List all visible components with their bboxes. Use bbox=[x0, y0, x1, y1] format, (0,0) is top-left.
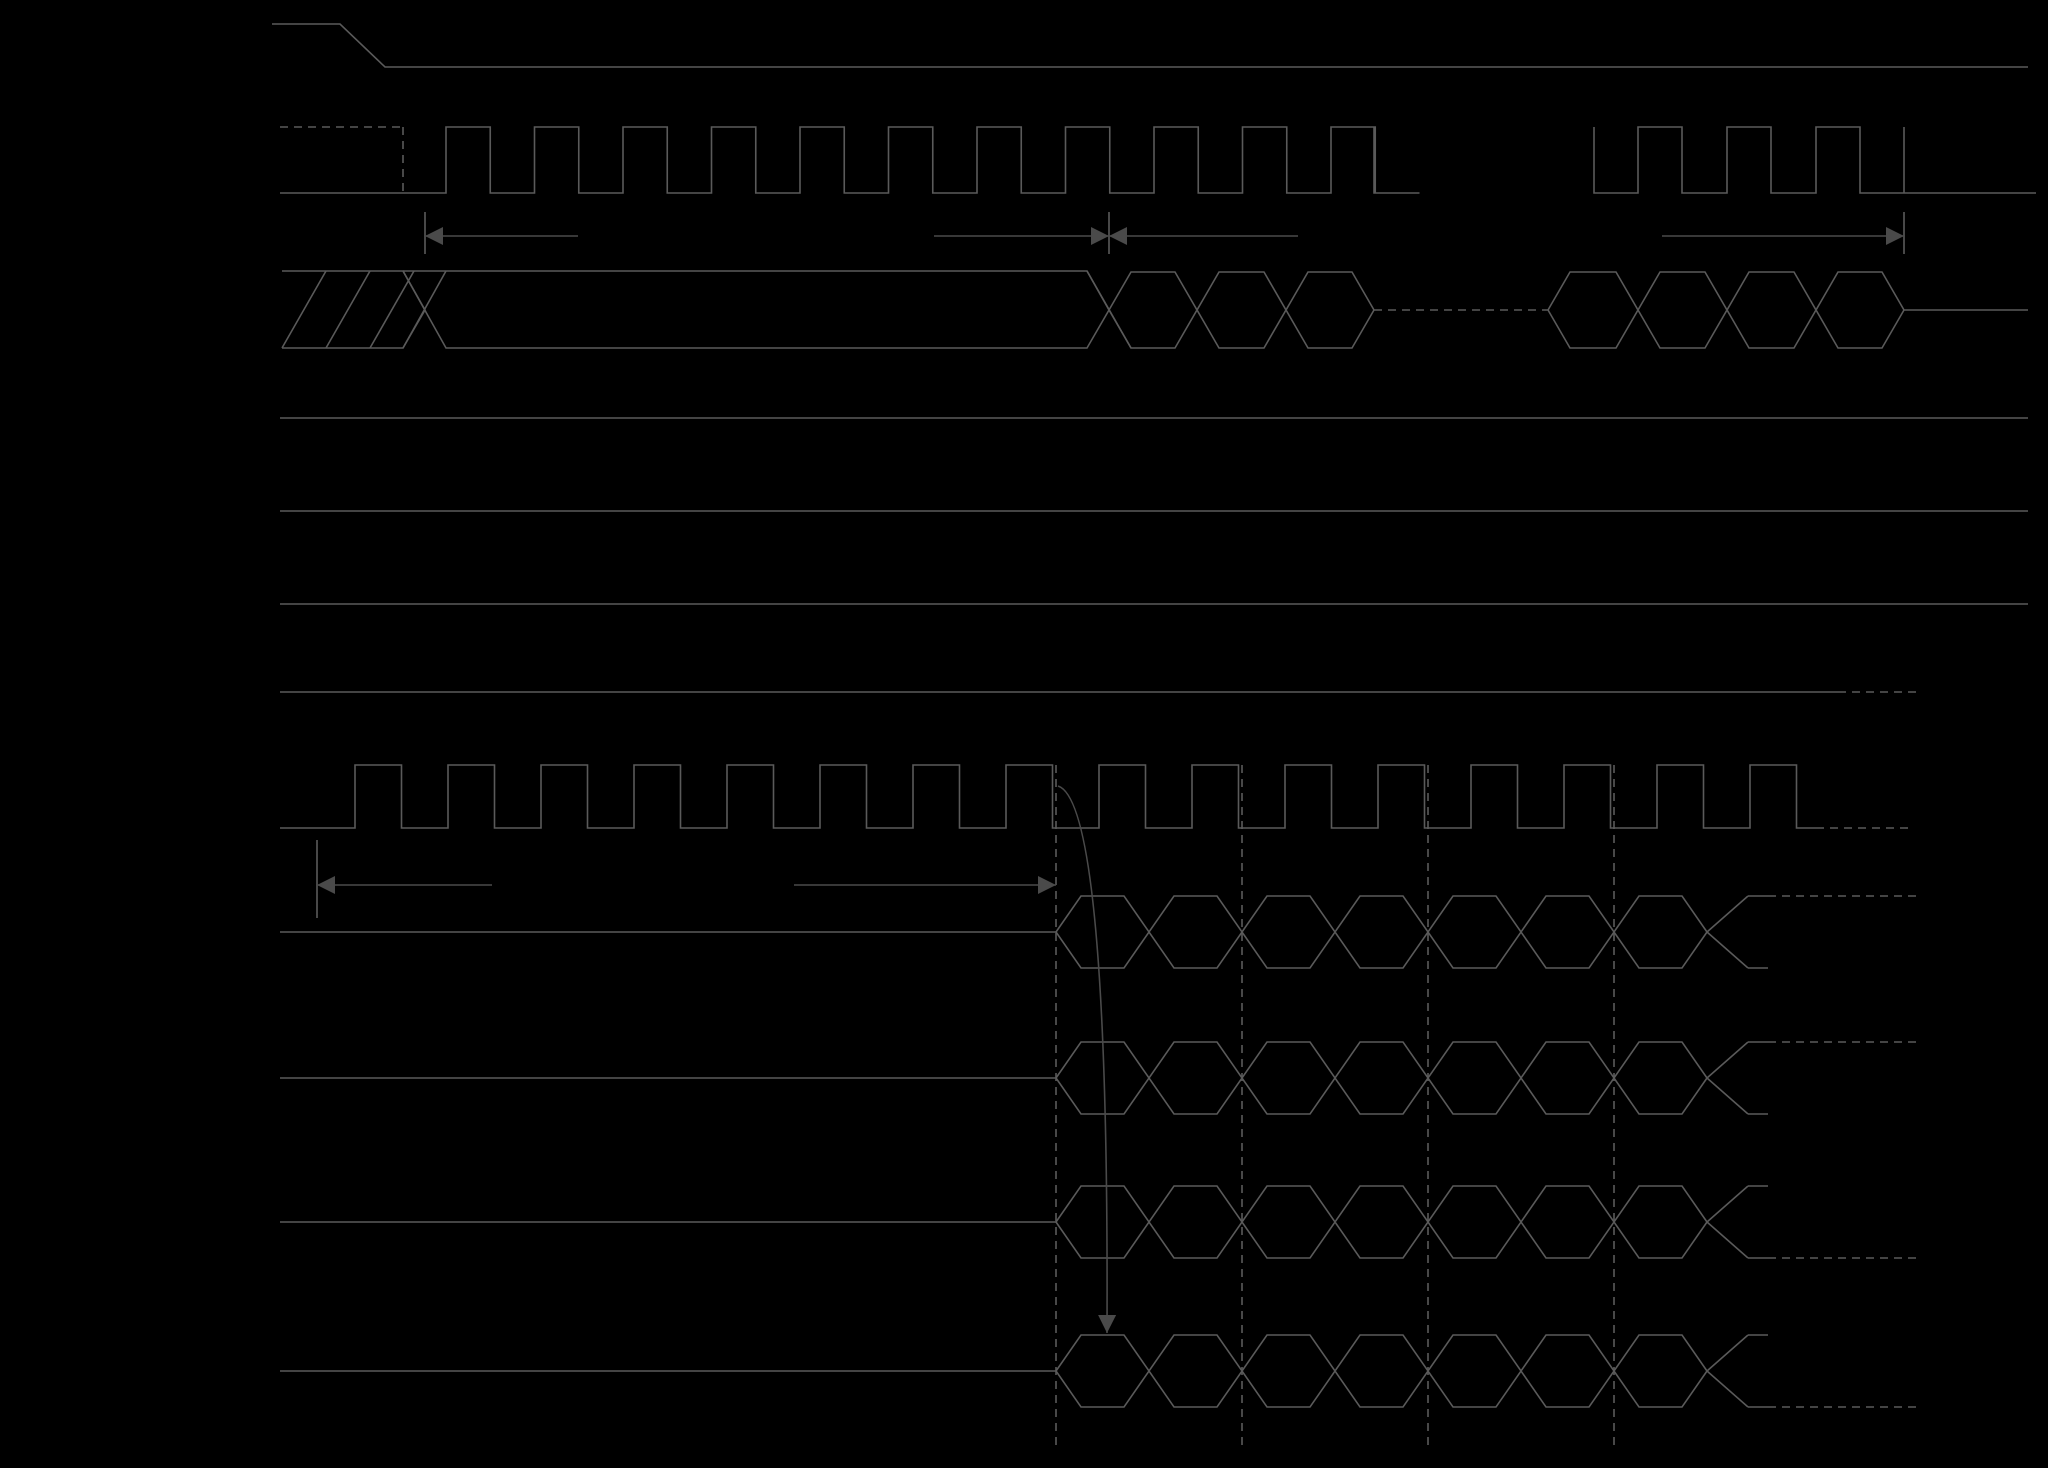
data-input-eyes-b-top bbox=[1547, 271, 1905, 312]
clock-output-waveform bbox=[280, 764, 1816, 829]
data-output-2-eyes-bottom bbox=[1055, 1220, 1708, 1259]
data-output-1-last-fall bbox=[1706, 1077, 1749, 1115]
data-output-0-last-rise bbox=[1706, 895, 1749, 933]
data-output-2-eyes-top bbox=[1055, 1185, 1708, 1224]
signal-data-output-2 bbox=[280, 1185, 1918, 1259]
data-input-hatch-1 bbox=[325, 270, 371, 349]
data-input-hatch-2 bbox=[369, 270, 415, 349]
signal-data-output-3 bbox=[280, 1334, 1918, 1408]
timing-annotations bbox=[316, 212, 1905, 1334]
data-output-2-last-rise bbox=[1706, 1185, 1749, 1223]
data-output-3-eyes-bottom bbox=[1055, 1369, 1708, 1408]
select-waveform bbox=[272, 23, 2028, 68]
signal-select bbox=[272, 23, 2028, 68]
data-output-0-last-fall bbox=[1706, 931, 1749, 969]
data-output-3-last-fall bbox=[1706, 1370, 1749, 1408]
data-output-1-eyes-top bbox=[1055, 1041, 1708, 1080]
signal-data-output-1 bbox=[280, 1041, 1918, 1115]
data-input-hatch-0 bbox=[281, 270, 327, 349]
data-output-0-eyes-bottom bbox=[1055, 930, 1708, 969]
data-output-1-eyes-bottom bbox=[1055, 1076, 1708, 1115]
signal-clock-input bbox=[280, 126, 2036, 194]
data-output-3-eyes-top bbox=[1055, 1334, 1708, 1373]
data-input-eyes-a-bottom bbox=[1108, 308, 1375, 349]
signal-clock-output bbox=[280, 764, 1912, 829]
clock-input-waveform-a bbox=[280, 126, 1420, 194]
data-input-cross-first bbox=[402, 270, 447, 349]
data-output-3-last-rise bbox=[1706, 1334, 1749, 1372]
data-input-long-window-outline bbox=[402, 270, 1110, 349]
guide-lines bbox=[1055, 765, 1615, 1445]
clock-input-waveform-b bbox=[1593, 126, 2036, 194]
signal-data-output-0 bbox=[280, 895, 1918, 969]
signal-data-input bbox=[281, 270, 2028, 349]
data-output-2-last-fall bbox=[1706, 1221, 1749, 1259]
data-output-1-last-rise bbox=[1706, 1041, 1749, 1079]
data-input-eyes-b-bottom bbox=[1547, 308, 1905, 349]
output-delay-arrow bbox=[1057, 785, 1117, 1334]
data-input-eyes-a-top bbox=[1108, 271, 1375, 312]
signal-waveforms bbox=[272, 23, 2036, 1408]
data-output-0-eyes-top bbox=[1055, 895, 1708, 934]
